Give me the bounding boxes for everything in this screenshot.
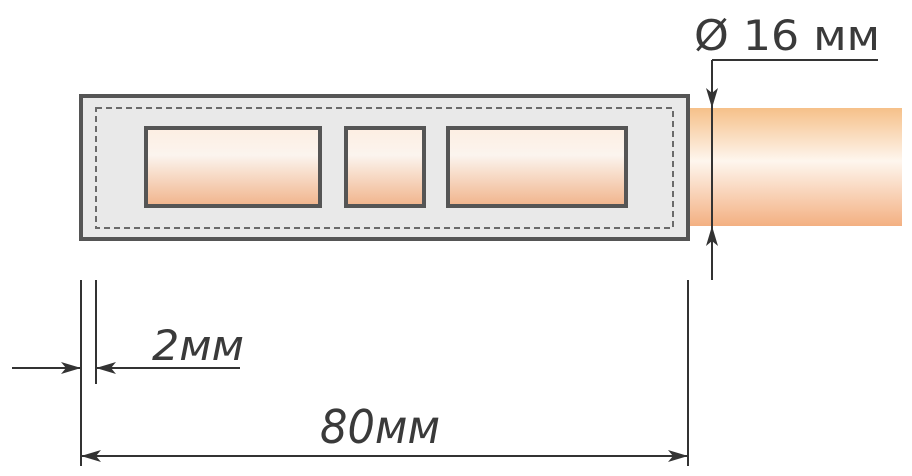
rod (688, 108, 902, 226)
block-inner-dashed (95, 107, 674, 229)
window-middle (344, 126, 426, 208)
diameter-label: Ø 16 мм (694, 11, 880, 60)
wall-label: 2мм (152, 321, 244, 370)
length-label: 80мм (320, 400, 440, 454)
window-left (144, 126, 322, 208)
window-right (446, 126, 628, 208)
